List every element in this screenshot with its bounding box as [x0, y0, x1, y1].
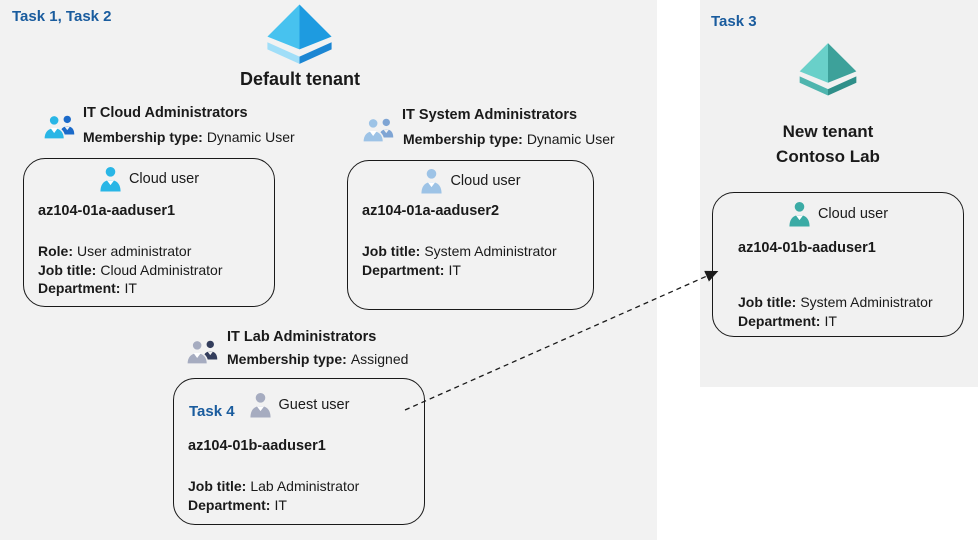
guest-user-icon: [249, 392, 272, 418]
attr-role: Role:User administrator: [38, 243, 192, 259]
new-tenant-title-line2: Contoso Lab: [776, 147, 880, 166]
user-type-label: Cloud user: [450, 173, 521, 189]
guest-user-card: Task 4 Guest user az104-01b-aaduser1 Job…: [173, 378, 425, 525]
group-title-cloud-admins: IT Cloud Administrators: [83, 105, 248, 121]
user-type-label: Cloud user: [817, 206, 889, 222]
cloud-user-icon: [99, 166, 122, 192]
attr-job-title: Job title:System Administrator: [738, 294, 933, 310]
user-card-header: Guest user: [174, 392, 424, 418]
cloud-user-icon: [788, 201, 811, 227]
user-attributes: Job title:System Administrator Departmen…: [362, 242, 557, 279]
task-1-2-label: Task 1, Task 2: [12, 8, 112, 25]
default-tenant-panel: [0, 0, 657, 540]
attr-department: Department:IT: [38, 280, 137, 296]
attr-department: Department:IT: [362, 261, 461, 278]
group-membership-lab-admins: Membership type:Assigned: [227, 351, 409, 367]
user-type-label: Guest user: [278, 397, 350, 413]
user-name: az104-01b-aaduser1: [188, 438, 326, 454]
user-card-header: Cloud user: [24, 166, 274, 192]
cloud-user-icon: [420, 168, 443, 194]
attr-job-title: Job title:System Administrator: [362, 243, 557, 259]
group-membership-system-admins: Membership type:Dynamic User: [403, 131, 615, 147]
group-membership-cloud-admins: Membership type:Dynamic User: [83, 129, 295, 145]
group-icon-cloud-admins: [43, 112, 76, 140]
default-tenant-title: Default tenant: [239, 69, 360, 89]
user-attributes: Job title:Lab Administrator Department:I…: [188, 477, 359, 514]
default-tenant-icon: [261, 4, 338, 66]
task-4-label: Task 4: [189, 403, 235, 420]
task-3-label: Task 3: [711, 13, 757, 30]
user-card-aaduser1b-new-tenant: Cloud user az104-01b-aaduser1 Job title:…: [712, 192, 964, 337]
attr-department: Department:IT: [738, 312, 837, 329]
attr-department: Department:IT: [188, 496, 287, 513]
user-name: az104-01a-aaduser2: [362, 203, 500, 219]
user-card-header: Cloud user: [348, 168, 593, 194]
group-title-lab-admins: IT Lab Administrators: [227, 329, 377, 345]
user-name: az104-01b-aaduser1: [738, 240, 876, 256]
user-type-label: Cloud user: [128, 171, 200, 187]
group-title-system-admins: IT System Administrators: [402, 107, 578, 123]
group-icon-system-admins: [362, 115, 395, 143]
attr-job-title: Job title:Cloud Administrator: [38, 261, 223, 278]
user-attributes: Job title:System Administrator Departmen…: [738, 293, 933, 330]
user-card-header: Cloud user: [713, 201, 963, 227]
group-icon-lab-admins: [186, 337, 219, 365]
attr-job-title: Job title:Lab Administrator: [188, 478, 360, 494]
new-tenant-icon: [794, 39, 862, 101]
new-tenant-title-line1: New tenant: [782, 122, 874, 141]
user-card-aaduser2: Cloud user az104-01a-aaduser2 Job title:…: [347, 160, 594, 310]
user-card-aaduser1: Cloud user az104-01a-aaduser1 Role:User …: [23, 158, 275, 307]
user-attributes: Role:User administrator Job title:Cloud …: [38, 242, 223, 298]
user-name: az104-01a-aaduser1: [38, 203, 176, 219]
